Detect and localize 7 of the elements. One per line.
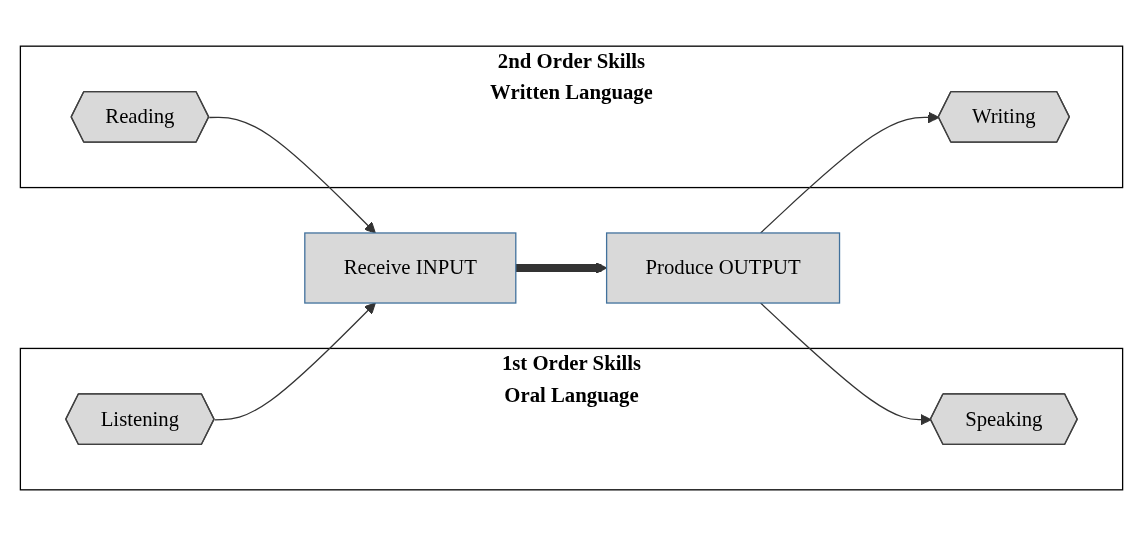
- node-box: Receive INPUT: [304, 232, 517, 304]
- arrow: [759, 111, 940, 234]
- arrow: [208, 116, 376, 234]
- arrow: [759, 302, 932, 426]
- arrow: [515, 262, 608, 274]
- arrow: [214, 302, 376, 421]
- node-box: Produce OUTPUT: [605, 232, 841, 304]
